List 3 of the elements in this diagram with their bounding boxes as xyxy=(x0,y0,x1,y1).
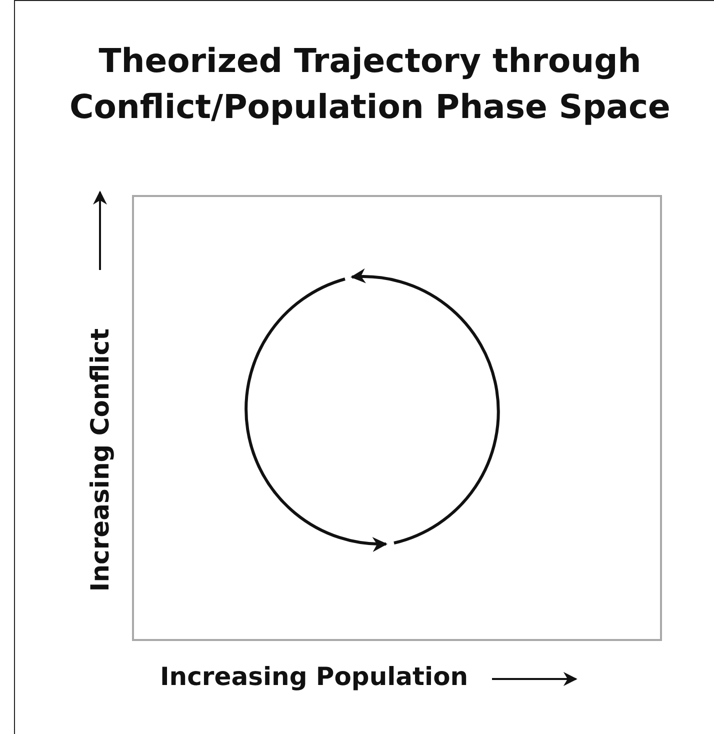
axis-label: Increasing Conflict xyxy=(86,328,114,592)
axis-label: Increasing Population xyxy=(160,662,468,691)
title: Theorized Trajectory through Conflict/Population Phase Space xyxy=(68,40,672,128)
